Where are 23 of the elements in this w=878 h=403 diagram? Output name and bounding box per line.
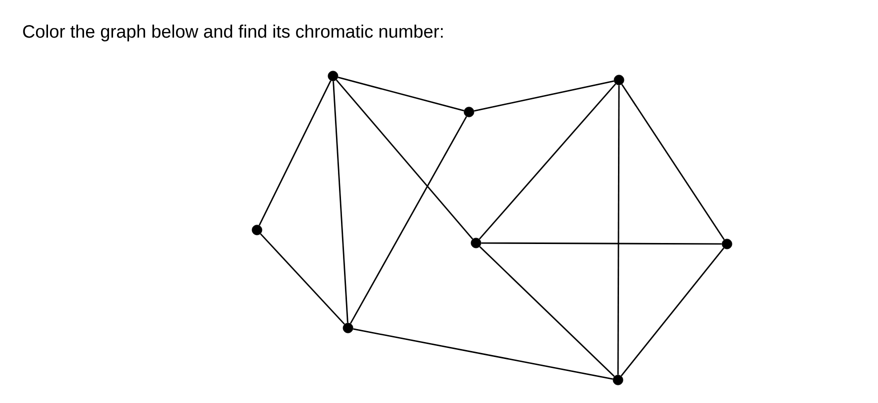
graph-edge: [621, 84, 725, 240]
graph-edge: [474, 80, 614, 112]
graph-edge: [260, 233, 345, 325]
graph-edge: [258, 80, 332, 226]
vertex-dot: [252, 224, 262, 236]
graph-edge: [620, 248, 724, 376]
graph-edge: [350, 116, 468, 324]
graph-edge: [336, 80, 474, 240]
vertex-dot: [614, 74, 624, 86]
vertex-dot: [612, 374, 624, 386]
graph-edge: [332, 81, 348, 323]
vertex-dot: [342, 322, 354, 334]
graph-edge: [352, 328, 614, 380]
graph-edge: [478, 83, 616, 240]
vertex-dot: [470, 238, 482, 248]
vertex-dot: [464, 106, 474, 118]
graph-edge: [338, 76, 464, 112]
graph-edge: [479, 246, 615, 377]
vertex-dot: [328, 70, 338, 82]
graph-edge: [481, 242, 722, 245]
vertex-dot: [722, 238, 732, 250]
graph-edge: [617, 85, 620, 375]
title: Color the graph below and find its chromatic number:: [23, 24, 443, 42]
